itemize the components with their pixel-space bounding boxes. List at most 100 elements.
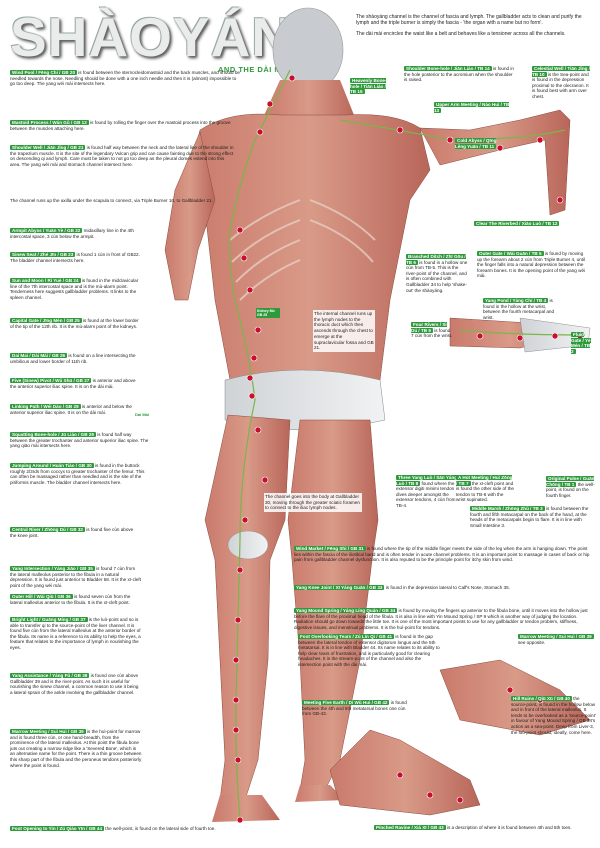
point-name-tag: Bright Light / Guāng Míng / GB 37 <box>10 617 88 622</box>
point-description: is found where the tip of the middle fin… <box>294 546 590 563</box>
left-point-3: The channel runs up the axilla under the… <box>10 198 230 204</box>
right-point-7: Pinched Ravine / Xiá Xī / GB 43 is a des… <box>374 825 594 831</box>
point-name-tag: Dai Mai / Dài Mài / GB 26 <box>10 353 68 358</box>
point-description: is found half way between the neck and t… <box>10 145 234 167</box>
upper-point-2: Upper Arm Meeting / Nào Huì / TB 13 <box>434 102 514 113</box>
right-point-0: Wind Market / Fēng Shì / GB 31 is found … <box>294 546 594 563</box>
point-description: is found by rolling the finger over the … <box>10 120 231 131</box>
point-description: is found one cùn above Gallbladder 39 an… <box>10 673 139 695</box>
point-name-tag: Outer Gate / Wài Guān / TB 5 <box>477 251 544 256</box>
left-point-8: Dai Mai / Dài Mài / GB 26 is found on a … <box>10 353 142 364</box>
point-name-tag: Sun and Moon / Rì Yuè / GB 24 <box>10 278 81 283</box>
point-description: is anterior and below the anterior super… <box>10 404 132 415</box>
left-point-11: Squatting Bone-hole / Jū Liáo / GB 29 is… <box>10 432 150 449</box>
point-description: the source-point, is found in the hollow… <box>511 696 596 735</box>
upper-point-3: Cold Abyss / Qīng Lěng Yuān / TB 11 <box>455 138 507 149</box>
left-point-12: Jumping Around / Huán Tiào / GB 30 is fo… <box>10 463 150 485</box>
point-name-tag: Yang Mound Spring / Yáng Líng Quán / GB … <box>294 608 398 613</box>
upper-point-0: Heavenly Bone-hole / Tiān Liáo / TB 15 <box>350 78 390 95</box>
left-point-15: Outer Hill / Wài Qiū / GB 36 is found se… <box>10 594 142 605</box>
point-name-tag: Clear The Riverbed / Xiāo Luò / TB 12 <box>474 221 560 226</box>
left-point-0: Wind Pool / Fēng Chí / GB 20 is found be… <box>10 70 240 87</box>
point-description: the well-point, is found on the fourth f… <box>546 481 595 498</box>
point-name-tag: Shoulder Bone-hole / Jiān Liáo / TB 14 <box>404 66 492 71</box>
point-description: is found seven cùn from the lateral mall… <box>10 594 131 605</box>
upper-point-10: Fluid Gate / Yè Mén / TB 2 <box>571 332 593 354</box>
upper-point-12: A Hot Meeting / Huì Zōng / TB 7 the xī-c… <box>456 475 514 503</box>
point-name-tag: Upper Arm Meeting / Nào Huì / TB 13 <box>434 102 510 113</box>
dai-mai-label: Dài Mài <box>135 412 150 417</box>
point-name-tag: Shoulder Well / Jiān Jǐng / GB 21 <box>10 145 86 150</box>
point-name-tag: Foot Opening to Yin / Zú Qiào Yīn / GB 4… <box>10 826 105 831</box>
left-point-1: Mastoid Process / Wán Gǔ / GB 12 is foun… <box>10 120 240 131</box>
point-name-tag: Squatting Bone-hole / Jū Liáo / GB 29 <box>10 432 96 437</box>
upper-point-4: Celestial Well / Tiān Jǐng / TB 10 is th… <box>532 66 592 100</box>
intro-text: The shàoyáng channel is the channel of f… <box>356 14 592 37</box>
point-name-tag: Yang Pond / Yáng Chí / TB 4 <box>483 298 549 303</box>
point-description: is found 7 cùn from the lateral malleolu… <box>10 566 141 588</box>
left-point-16: Bright Light / Guāng Míng / GB 37 is the… <box>10 617 142 651</box>
point-description: is found in the buttock roughly 2/3rds f… <box>10 463 145 485</box>
point-name-tag: Five (Sinew) Pivot / Wǔ Shū / GB 27 <box>10 378 92 383</box>
point-name-tag: Meeting Five Earth / Dì Wǔ Huì / GB 42 <box>302 700 390 705</box>
right-point-5: Hill Ruins / Qiū Xū / GB 40 the source-p… <box>511 696 596 735</box>
upper-point-6: Branched Ditch / Zhī Gōu / TB 6 is found… <box>406 254 468 293</box>
left-point-14: Yang Intersection / Yáng Jiāo / GB 35 is… <box>10 566 142 588</box>
intro-p2: The dài mài encircles the waist like a b… <box>356 30 566 37</box>
left-point-10: Linking Path / Wéi Dào / GB 28 is anteri… <box>10 404 142 415</box>
point-description: the xī-cleft point and is found the othe… <box>456 480 514 503</box>
upper-point-1: Shoulder Bone-hole / Jiān Liáo / TB 14 i… <box>404 66 514 83</box>
upper-point-11: Three Yang Luò / Sān Yáng Luò / TB 8 fou… <box>396 475 458 509</box>
left-point-13: Central River / Zhōng Dú / GB 32 is foun… <box>10 527 140 538</box>
point-name-tag: Heavenly Bone-hole / Tiān Liáo / TB 15 <box>350 78 387 95</box>
point-name-tag: Yang Knee Joint / Xī Yáng Guān / GB 33 <box>294 585 385 590</box>
upper-point-7: Outer Gate / Wài Guān / TB 5 is found by… <box>477 251 587 279</box>
point-name-tag: Middle Marsh / Zhōng Zhǔ / TB 3 <box>470 506 545 511</box>
point-description: is a description of where it is found be… <box>445 825 572 830</box>
point-description: is found in a hollow one cùn from TB-5. … <box>406 259 468 293</box>
upper-point-9: Yang Pond / Yáng Chí / TB 4 is found in … <box>483 298 558 320</box>
upper-point-8: Four Rivers / Sì Dú / TB 9 is found 7 cù… <box>411 322 454 339</box>
point-name-tag: Central River / Zhōng Dú / GB 32 <box>10 527 85 532</box>
point-description: is found in the midclavicular line of th… <box>10 278 139 300</box>
point-description: is found in the hole posterior to the ac… <box>404 66 514 83</box>
point-name-tag: Wind Pool / Fēng Chí / GB 20 <box>10 70 77 75</box>
kidney-mu-label: Kidney Mù GB 25 <box>256 308 280 318</box>
left-point-18: Marrow Meeting / Suì Huì / GB 39 is the … <box>10 729 142 768</box>
point-name-tag: Outer Hill / Wài Qiū / GB 36 <box>10 594 73 599</box>
point-description: is found by moving up the forearm about … <box>477 251 586 279</box>
left-point-19: Foot Opening to Yin / Zú Qiào Yīn / GB 4… <box>10 826 310 832</box>
point-name-tag: Armpit Abyss / Yuān Yè / GB 22 <box>10 228 83 233</box>
head-shape <box>272 7 344 93</box>
point-name-tag: Foot Overlooking Tears / Zú Lín Qì / GB … <box>298 634 395 639</box>
left-point-5: Sinew Seat / Zhé Jīn / GB 23 is found 1 … <box>10 252 142 263</box>
intro-p1: The shàoyáng channel is the channel of f… <box>356 14 582 27</box>
point-description: is found in the depression lateral to Ca… <box>384 585 510 590</box>
right-point-4: Marrow Meeting / Suì Huì / GB 39 see opp… <box>518 634 598 645</box>
point-description: is found in the gap between the lateral … <box>298 634 440 667</box>
right-point-6: Meeting Five Earth / Dì Wǔ Huì / GB 42 i… <box>302 700 407 717</box>
left-point-9: Five (Sinew) Pivot / Wǔ Shū / GB 27 is a… <box>10 378 142 389</box>
point-description: is found on a line intersecting the umbi… <box>10 353 136 364</box>
point-description: midaxillary line in the 4th intercostal … <box>10 228 134 239</box>
point-description: is the luò-point and so is able to trans… <box>10 617 141 650</box>
point-description: is found 7 cùn from the wrist. <box>411 327 453 339</box>
point-description: the well-point, is found on the lateral … <box>104 826 216 831</box>
point-description: is anterior and above the anterior super… <box>10 378 136 389</box>
point-description: is found by moving the fingers up anteri… <box>294 608 588 630</box>
point-description: is found 1 cùn in front of GB22. The bla… <box>10 252 140 263</box>
left-point-17: Yang Assistance / Yáng Fǔ / GB 38 is fou… <box>10 673 142 695</box>
point-name-tag: Yang Intersection / Yáng Jiāo / GB 35 <box>10 566 95 571</box>
right-point-1: Yang Knee Joint / Xī Yáng Guān / GB 33 i… <box>294 585 594 591</box>
point-description: The channel runs up the axilla under the… <box>10 198 213 203</box>
point-description: is found at the lower border of the tip … <box>10 318 139 329</box>
point-name-tag: Pinched Ravine / Xiá Xī / GB 43 <box>374 825 446 830</box>
point-description: is found between the sternocleidomastoid… <box>10 70 240 87</box>
internal-channel-note: The internal channel runs up the lymph n… <box>313 310 375 352</box>
point-name-tag: Sinew Seat / Zhé Jīn / GB 23 <box>10 252 76 257</box>
point-description: is found in the hollow at the wrist, bet… <box>483 298 554 320</box>
point-name-tag: Marrow Meeting / Suì Huì / GB 39 <box>10 729 86 734</box>
left-point-7: Capital Gate / Jīng Mén / GB 25 is found… <box>10 318 142 329</box>
left-point-6: Sun and Moon / Rì Yuè / GB 24 is found i… <box>10 278 142 300</box>
